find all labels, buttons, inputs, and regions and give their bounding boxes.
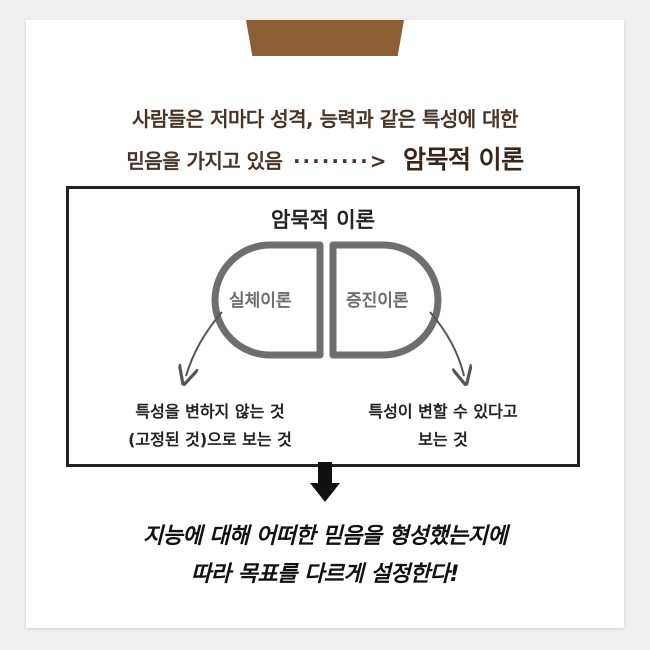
right-desc-line-2: 보는 것 (418, 430, 468, 449)
down-arrow-icon (310, 462, 340, 502)
right-arrow-icon (429, 311, 464, 376)
left-pill (211, 241, 324, 359)
left-desc-line-2: (고정된 것)으로 보는 것 (128, 430, 292, 449)
right-pill (329, 241, 442, 359)
intro-line-2: 믿음을 가지고 있음 ········> 암묵적 이론 (40, 140, 610, 176)
left-description: 특성을 변하지 않는 것 (고정된 것)으로 보는 것 (100, 398, 320, 454)
left-arrow-icon (186, 311, 223, 376)
intro-line-1: 사람들은 저마다 성격, 능력과 같은 특성에 대한 (132, 107, 518, 131)
left-desc-line-1: 특성을 변하지 않는 것 (135, 402, 285, 421)
intro-text: 믿음을 가지고 있음 (126, 149, 283, 173)
dotted-arrow: ········> (292, 149, 389, 173)
right-desc-line-1: 특성이 변할 수 있다고 (368, 402, 518, 421)
right-pill-label: 증진이론 (346, 291, 409, 311)
conclusion-line-2: 따라 목표를 다르게 설정한다! (191, 562, 459, 587)
intro-term: 암묵적 이론 (402, 145, 524, 174)
header-tab (246, 20, 404, 56)
right-description: 특성이 변할 수 있다고 보는 것 (333, 398, 553, 454)
conclusion-line-1: 지능에 대해 어떠한 믿음을 형성했는지에 (142, 524, 508, 549)
diagram-title: 암묵적 이론 (271, 208, 375, 232)
card (26, 20, 624, 628)
left-pill-label: 실체이론 (229, 291, 292, 311)
